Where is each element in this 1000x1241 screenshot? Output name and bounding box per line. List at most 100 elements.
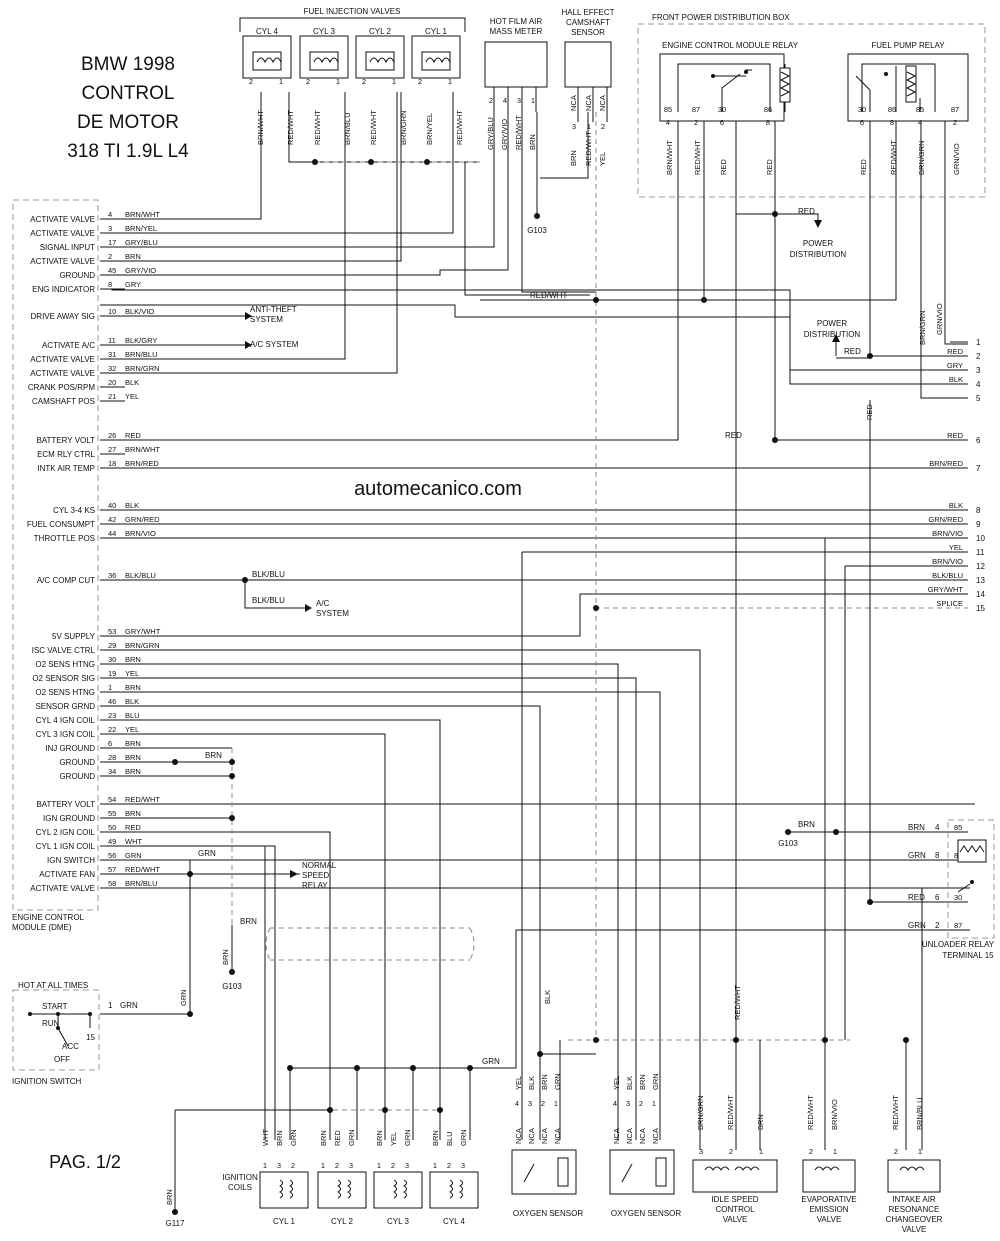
ecm-relay-pin-bottom: 4 — [666, 118, 670, 127]
ecm-pin-number: 1 — [108, 683, 112, 692]
hfm-wire: GRY/VIO — [500, 119, 509, 150]
coil-label: CYL 4 — [443, 1217, 465, 1226]
unloader-label-1: UNLOADER RELAY — [922, 940, 995, 949]
ecm-relay-wire: RED — [719, 159, 728, 175]
ecm-pin-number: 49 — [108, 837, 116, 846]
valve-label-1: INTAKE AIR — [892, 1195, 936, 1204]
hall-header-2: CAMSHAFT — [566, 18, 610, 27]
unloader-relay-box — [947, 819, 995, 939]
g103-mid-ground: G103 — [222, 969, 242, 991]
ecm-pin-wire: BLK/BLU — [125, 571, 156, 580]
right-terminal-number: 13 — [976, 576, 985, 585]
unloader-wire: BRN — [908, 823, 925, 832]
ecm-pin-name: A/C COMP CUT — [37, 576, 95, 585]
coil-wire: GRN — [459, 1129, 468, 1146]
o2-pin-nca: NCA — [514, 1128, 523, 1144]
o2-pin: 3 — [528, 1099, 532, 1108]
ecm-pin-wire: GRN — [125, 851, 142, 860]
hall-pin: 2 — [601, 122, 605, 131]
coil-wire: BRN — [275, 1130, 284, 1146]
right-terminal-wire: GRN/RED — [928, 515, 963, 524]
injector-pin: 1 — [279, 77, 283, 86]
ecm-relay-header: ENGINE CONTROL MODULE RELAY — [662, 41, 799, 50]
coil-wire: GRN — [347, 1129, 356, 1146]
unloader-pin: 6 — [935, 893, 940, 902]
ecm-pin-name: ACTIVATE VALVE — [30, 369, 95, 378]
g117-ground: G117 — [166, 1209, 186, 1228]
ecm-pin-number: 29 — [108, 641, 116, 650]
fp-relay-pin-bottom: 8 — [890, 118, 894, 127]
svg-text:BRN: BRN — [221, 949, 230, 965]
right-terminal-wire: RED — [947, 431, 963, 440]
grn-label-coils: GRN — [482, 1057, 500, 1066]
anti-theft-label-1: ANTI-THEFT — [250, 305, 297, 314]
fuel-pump-relay-internals — [855, 63, 936, 112]
hall-pin-nca: NCA — [598, 95, 607, 111]
ecm-pin-name: ACTIVATE VALVE — [30, 229, 95, 238]
ecm-pin-wire: BLK/GRY — [125, 336, 157, 345]
hfm-pin: 3 — [517, 96, 521, 105]
ecm-pin-name: CYL 4 IGN COIL — [36, 716, 96, 725]
ecm-relay-pin: 87 — [692, 105, 700, 114]
ecm-pin-number: 30 — [108, 655, 116, 664]
ecm-pin-number: 32 — [108, 364, 116, 373]
hall-pin-nca: NCA — [569, 95, 578, 111]
right-terminal-list: 12RED3GRY4BLK56RED7BRN/RED8BLK9GRN/RED10… — [928, 338, 986, 613]
ecm-pin-name: GROUND — [59, 271, 95, 280]
injector-pin: 1 — [448, 77, 452, 86]
ecm-pin-name: BATTERY VOLT — [36, 436, 95, 445]
valve-wire: RED/WHT — [726, 1095, 735, 1130]
ecm-relay-internals — [677, 63, 791, 112]
fp-relay-pin-bottom: 4 — [918, 118, 922, 127]
ecm-pin-name: CAMSHAFT POS — [32, 397, 95, 406]
ecm-pin-wire: YEL — [125, 669, 139, 678]
coil-pin: 1 — [433, 1161, 437, 1170]
ecm-pin-wire: WHT — [125, 837, 142, 846]
ecm-pin-number: 53 — [108, 627, 116, 636]
ecm-pin-name: IGN GROUND — [43, 814, 95, 823]
ecm-pin-wire: BRN/VIO — [125, 529, 156, 538]
right-terminal-number: 10 — [976, 534, 985, 543]
hfm-wire: GRY/BLU — [486, 117, 495, 150]
ecm-pin-name: 5V SUPPLY — [52, 632, 96, 641]
ac-system-label: A/C SYSTEM — [250, 340, 299, 349]
hfm-header-1: HOT FILM AIR — [490, 17, 543, 26]
ecm-pin-name: CYL 2 IGN COIL — [36, 828, 96, 837]
coil-pin: 3 — [461, 1161, 465, 1170]
svg-text:ACC: ACC — [62, 1042, 79, 1051]
right-terminal-number: 11 — [976, 548, 985, 557]
o2-pin-nca: NCA — [625, 1128, 634, 1144]
grn-label-ign: GRN — [198, 849, 216, 858]
hfm-wire: BRN — [528, 134, 537, 150]
valve-label-3: CHANGEOVER — [886, 1215, 943, 1224]
hfm-wire: RED/WHT — [514, 115, 523, 150]
unloader-wire: RED — [908, 893, 925, 902]
right-terminal-wire: SPLICE — [936, 599, 963, 608]
normal-label-1: NORMAL — [302, 861, 337, 870]
injector-pin: 2 — [306, 77, 310, 86]
ecm-pin-name: SIGNAL INPUT — [40, 243, 95, 252]
system-arrows: ANTI-THEFT SYSTEM A/C SYSTEM A/C SYSTEM … — [100, 207, 861, 1066]
g103-label-3: G103 — [778, 839, 798, 848]
svg-text:GRN: GRN — [179, 989, 188, 1006]
hfm-header-2: MASS METER — [490, 27, 543, 36]
coil-pin: 2 — [291, 1161, 295, 1170]
front-power-distribution-box — [637, 23, 986, 198]
g117-label: G117 — [166, 1219, 186, 1228]
red-label-power: RED — [798, 207, 815, 216]
ecm-relay-wire: BRN/WHT — [665, 140, 674, 175]
injector-wire: BRN/BLU — [343, 112, 352, 145]
title-line-3: DE MOTOR — [77, 112, 179, 133]
valve-wire: BRN/GRN — [696, 1095, 705, 1130]
ecm-pin-number: 22 — [108, 725, 116, 734]
ecm-pin-wire: RED — [125, 431, 141, 440]
o2-wire: BLK — [625, 1076, 634, 1090]
